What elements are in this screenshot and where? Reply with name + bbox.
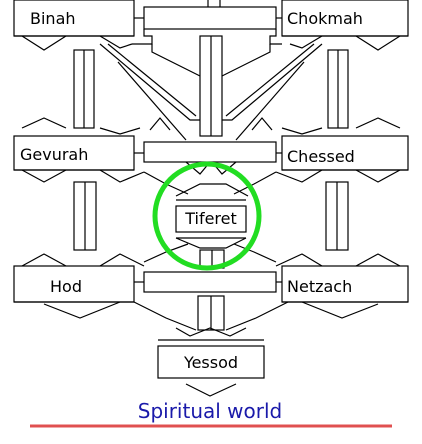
diagram-caption: Spiritual world bbox=[138, 399, 282, 423]
tiferet-box bbox=[175, 205, 247, 233]
yessod-label: Yessod bbox=[183, 353, 238, 372]
chokmah-label: Chokmah bbox=[287, 9, 363, 28]
binah-label: Binah bbox=[30, 9, 76, 28]
low-center-bar bbox=[143, 271, 277, 293]
top-center-bar bbox=[143, 6, 277, 30]
mid-center-bar bbox=[143, 141, 277, 163]
tiferet-highlight-ring bbox=[152, 161, 262, 271]
hod-label: Hod bbox=[50, 277, 82, 296]
tiferet-label: Tiferet bbox=[184, 209, 237, 228]
netzach-label: Netzach bbox=[287, 277, 352, 296]
yessod-box bbox=[157, 345, 265, 379]
chessed-label: Chessed bbox=[287, 147, 355, 166]
gevurah-label: Gevurah bbox=[20, 145, 88, 164]
